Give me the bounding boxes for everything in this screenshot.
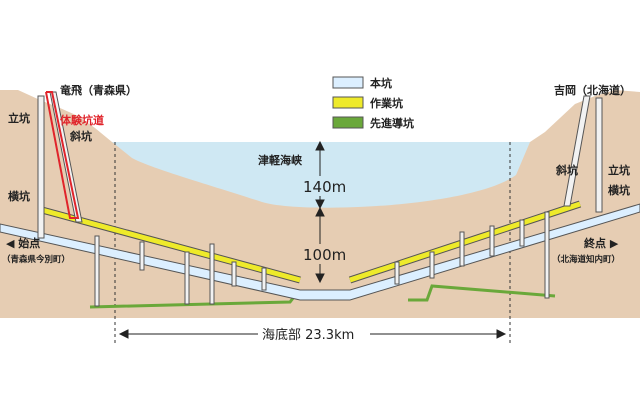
depth-water-bg (300, 176, 344, 196)
left-horizontal-shaft-label: 横坑 (8, 189, 30, 203)
end-location-label: （北海道知内町） (552, 254, 620, 265)
pilot-tunnel-right (408, 284, 556, 302)
work-tunnel-left-fill (41, 207, 301, 283)
work-tunnel-right-fill (349, 201, 581, 283)
legend-label-work: 作業坑 (370, 96, 403, 110)
experience-tunnel-label: 体験坑道 (60, 113, 104, 127)
experience-tunnel (45, 91, 80, 219)
sea (112, 142, 530, 208)
undersea-span-label: 海底部 23.3km (262, 327, 354, 343)
legend-swatch-pilot (332, 116, 364, 129)
right-inclined-shaft-label: 斜坑 (555, 163, 578, 177)
right-horizontal-shaft-label: 横坑 (608, 183, 630, 197)
depth-rock-label: 100m (303, 246, 346, 264)
cross-passages-left (94, 235, 267, 307)
vertical-shaft-right (595, 97, 603, 213)
right-station-label: 吉岡（北海道） (554, 83, 631, 97)
depth-rock-bg (300, 244, 344, 264)
left-station-label: 竜飛（青森県） (60, 83, 137, 97)
cross-passages-right (394, 211, 550, 299)
left-vertical-shaft-label: 立坑 (8, 111, 30, 125)
depth-water-label: 140m (303, 178, 346, 196)
span-label-bg (258, 324, 370, 344)
strait-label: 津軽海峡 (258, 153, 303, 167)
legend-label-main: 本坑 (370, 76, 392, 90)
inclined-shaft-right (563, 95, 591, 207)
start-point-label: ◀ 始点 (6, 236, 40, 250)
end-point-label: 終点 ▶ (584, 236, 619, 250)
main-tunnel (0, 203, 640, 301)
right-vertical-shaft-label: 立坑 (608, 163, 630, 177)
left-inclined-shaft-label: 斜坑 (69, 129, 92, 143)
vertical-shaft-left (37, 95, 45, 239)
legend-swatch-work (332, 96, 364, 109)
legend-label-pilot: 先進導坑 (370, 116, 414, 130)
start-location-label: （青森県今別町） (2, 254, 70, 265)
legend-swatch-main (332, 76, 364, 89)
